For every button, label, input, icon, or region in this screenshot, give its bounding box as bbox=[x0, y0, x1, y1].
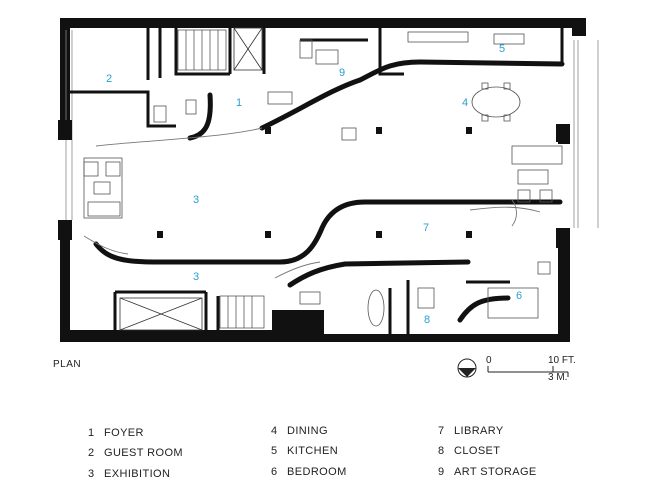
room-number-1: 1 bbox=[236, 97, 242, 109]
room-number-8: 8 bbox=[424, 314, 430, 326]
floor-plan: 1 2 3 3 4 5 6 7 8 9 bbox=[58, 18, 599, 378]
room-numbers: 1 2 3 3 4 5 6 7 8 9 bbox=[106, 43, 522, 326]
north-arrow-icon bbox=[457, 358, 477, 378]
room-number-3-lower: 3 bbox=[193, 271, 199, 283]
outer-walls bbox=[60, 18, 586, 342]
stairs bbox=[177, 29, 265, 329]
room-number-4: 4 bbox=[462, 97, 468, 109]
thin-curves bbox=[83, 127, 541, 279]
scale-bar bbox=[487, 366, 569, 377]
shafts bbox=[119, 27, 263, 331]
room-number-5: 5 bbox=[499, 43, 505, 55]
columns bbox=[157, 127, 472, 238]
interior-walls bbox=[70, 24, 564, 334]
scale-meters-label: 3 M. bbox=[548, 372, 568, 383]
room-number-6: 6 bbox=[516, 290, 522, 302]
room-number-9: 9 bbox=[339, 67, 345, 79]
curved-walls bbox=[93, 59, 565, 323]
piers bbox=[58, 120, 570, 248]
room-number-2: 2 bbox=[106, 73, 112, 85]
furniture bbox=[83, 31, 563, 327]
room-number-7: 7 bbox=[423, 222, 429, 234]
scale-feet-label: 10 FT. bbox=[548, 355, 576, 366]
plan-title: PLAN bbox=[53, 359, 82, 370]
scale-zero-label: 0 bbox=[486, 355, 492, 366]
room-number-3-upper: 3 bbox=[193, 194, 199, 206]
